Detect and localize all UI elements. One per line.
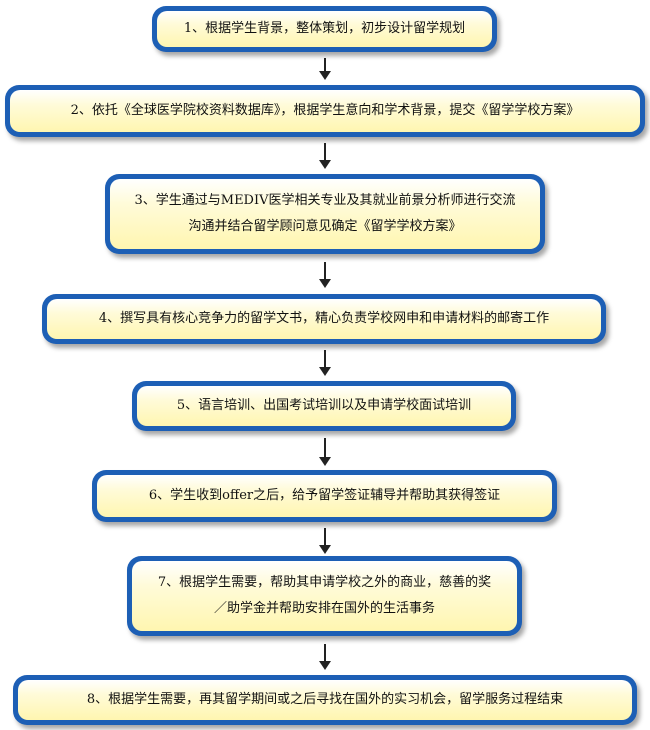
- flow-step-1: 1、根据学生背景，整体策划，初步设计留学规划: [152, 6, 497, 52]
- flow-step-3: 3、学生通过与MEDIV医学相关专业及其就业前景分析师进行交流 沟通并结合留学顾…: [105, 174, 545, 254]
- flow-step-7-text-line-1: 7、根据学生需要，帮助其申请学校之外的商业，慈善的奖: [157, 575, 492, 590]
- flow-arrow-6: [319, 528, 331, 554]
- flow-step-3-text-line-2: 沟通并结合留学顾问意见确定《留学学校方案》: [188, 219, 462, 234]
- flow-step-4-text: 4、撰写具有核心竞争力的留学文书，精心负责学校网申和申请材料的邮寄工作: [98, 311, 550, 326]
- flow-step-1-box: 1、根据学生背景，整体策划，初步设计留学规划: [157, 11, 492, 47]
- flow-arrow-7: [319, 644, 331, 670]
- flow-step-7-box: 7、根据学生需要，帮助其申请学校之外的商业，慈善的奖 ／助学金并帮助安排在国外的…: [132, 561, 517, 631]
- flow-step-1-text: 1、根据学生背景，整体策划，初步设计留学规划: [183, 21, 466, 36]
- flow-arrow-3: [319, 262, 331, 288]
- flow-step-6-text: 6、学生收到offer之后，给予留学签证辅导并帮助其获得签证: [148, 488, 501, 503]
- flow-step-5: 5、语言培训、出国考试培训以及申请学校面试培训: [132, 381, 516, 431]
- flow-step-2-box: 2、依托《全球医学院校资料数据库》，根据学生意向和学术背景，提交《留学学校方案》: [10, 90, 640, 132]
- flow-step-6-box: 6、学生收到offer之后，给予留学签证辅导并帮助其获得签证: [97, 475, 552, 517]
- flow-step-2-text: 2、依托《全球医学院校资料数据库》，根据学生意向和学术背景，提交《留学学校方案》: [70, 103, 580, 118]
- flow-step-8-text: 8、根据学生需要，再其留学期间或之后寻找在国外的实习机会，留学服务过程结束: [86, 692, 564, 707]
- flow-step-2: 2、依托《全球医学院校资料数据库》，根据学生意向和学术背景，提交《留学学校方案》: [5, 85, 645, 137]
- flow-step-7: 7、根据学生需要，帮助其申请学校之外的商业，慈善的奖 ／助学金并帮助安排在国外的…: [127, 556, 522, 636]
- flow-step-6: 6、学生收到offer之后，给予留学签证辅导并帮助其获得签证: [92, 470, 557, 522]
- flow-arrow-4: [319, 350, 331, 376]
- flow-step-5-text: 5、语言培训、出国考试培训以及申请学校面试培训: [176, 398, 472, 413]
- flow-step-8-box: 8、根据学生需要，再其留学期间或之后寻找在国外的实习机会，留学服务过程结束: [18, 680, 632, 720]
- flow-step-3-text-line-1: 3、学生通过与MEDIV医学相关专业及其就业前景分析师进行交流: [134, 193, 516, 208]
- flow-step-8: 8、根据学生需要，再其留学期间或之后寻找在国外的实习机会，留学服务过程结束: [13, 675, 637, 725]
- flow-arrow-1: [319, 58, 331, 80]
- flow-arrow-2: [319, 143, 331, 169]
- flow-arrow-5: [319, 438, 331, 466]
- flow-step-5-box: 5、语言培训、出国考试培训以及申请学校面试培训: [137, 386, 511, 426]
- flow-step-3-box: 3、学生通过与MEDIV医学相关专业及其就业前景分析师进行交流 沟通并结合留学顾…: [110, 179, 540, 249]
- flow-step-4: 4、撰写具有核心竞争力的留学文书，精心负责学校网申和申请材料的邮寄工作: [42, 294, 606, 344]
- flow-step-4-box: 4、撰写具有核心竞争力的留学文书，精心负责学校网申和申请材料的邮寄工作: [47, 299, 601, 339]
- flow-step-7-text-line-2: ／助学金并帮助安排在国外的生活事务: [213, 601, 435, 616]
